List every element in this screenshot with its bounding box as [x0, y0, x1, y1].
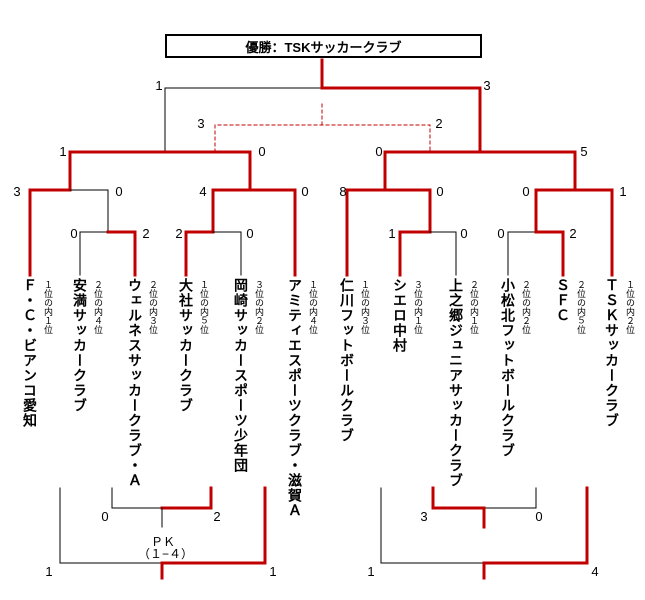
score-cons-left-outer-b: 1 [269, 564, 277, 579]
team-name-3: ウェルネスサッカークラブ・Ａ [127, 278, 143, 488]
score-r1-7: 0 [497, 226, 505, 241]
score-r1-4: 0 [246, 226, 254, 241]
score-qf-5: 8 [339, 184, 347, 199]
score-semi-left-a: 1 [59, 144, 67, 159]
score-semi-left-b: 0 [258, 144, 266, 159]
cons-left-inner-b [160, 486, 213, 510]
qf3-win [345, 188, 387, 277]
team-rank-4: １位の内５位 [199, 280, 209, 334]
qf1-loss [69, 189, 109, 233]
cons-right-inner-a [431, 486, 486, 510]
r1a-loss [79, 231, 109, 276]
score-cons-left-outer-a: 1 [45, 564, 53, 579]
score-final-right: 3 [483, 78, 491, 93]
score-r1-1: 0 [70, 226, 78, 241]
semi-right-b [478, 150, 577, 192]
team-rank-1: １位の内１位 [43, 280, 53, 334]
team-name-8: シエロ中村 [392, 278, 408, 353]
cons-right-inner-b [483, 487, 537, 509]
semi-right-a [383, 150, 482, 192]
score-qf-8: 1 [619, 184, 627, 199]
score-cons-left-inner-b: 2 [213, 509, 221, 524]
r1d-win [534, 230, 565, 277]
qf2-loss [248, 188, 297, 277]
cons-left-outer-b [160, 486, 267, 565]
team-rank-2: ２位の内４位 [93, 280, 103, 334]
score-third-right: 2 [435, 116, 443, 131]
qf4-win [573, 188, 614, 277]
team-name-7: 仁川フットボールクラブ [339, 278, 355, 443]
score-qf-4: 0 [301, 184, 309, 199]
team-name-11: ＳＦＣ [555, 278, 571, 323]
cons-right-outer-a [380, 487, 485, 564]
final-right-branch [320, 58, 482, 154]
score-r1-3: 2 [175, 226, 183, 241]
score-r1-8: 2 [569, 226, 577, 241]
champion-title: 優勝：TSKサッカークラブ [165, 34, 482, 58]
score-cons-right-inner-b: 0 [535, 509, 543, 524]
team-name-10: 小松北フットボールクラブ [500, 278, 516, 458]
r1c-loss [429, 231, 457, 276]
pk-label: ＰＫ [150, 535, 175, 549]
cons-right-outer-b [482, 486, 589, 565]
score-cons-right-outer-a: 1 [367, 564, 375, 579]
team-name-12: ＴＳＫサッカークラブ [604, 278, 620, 428]
cons-left-inner-a [111, 487, 163, 509]
team-name-9: 上之郷ジュニアサッカークラブ [448, 278, 464, 488]
score-r1-2: 2 [142, 226, 150, 241]
qf3-loss [383, 188, 432, 234]
r1c-win [398, 230, 432, 277]
final-left-branch [164, 87, 323, 153]
team-name-5: 岡崎サッカースポーツ少年団 [233, 278, 249, 473]
score-cons-right-inner-a: 3 [420, 509, 428, 524]
team-rank-10: ２位の内２位 [521, 280, 531, 334]
r1b-loss [212, 231, 242, 276]
team-rank-11: ２位の内５位 [576, 280, 586, 334]
team-rank-7: １位の内３位 [360, 280, 370, 334]
score-third-left: 3 [197, 116, 205, 131]
qf4-loss [534, 188, 577, 234]
r1a-win [106, 230, 137, 277]
r1d-loss [507, 231, 537, 276]
semi-left-winner [68, 150, 167, 192]
team-rank-9: ２位の内１位 [469, 280, 479, 334]
score-final-left: 1 [155, 78, 163, 93]
score-r1-5: 1 [388, 226, 396, 241]
score-semi-right-a: 0 [375, 144, 383, 159]
team-name-2: 安満サッカークラブ [72, 278, 88, 413]
r1b-win [184, 230, 215, 277]
score-r1-6: 0 [460, 226, 468, 241]
team-rank-5: ３位の内２位 [254, 280, 264, 334]
score-qf-6: 0 [436, 184, 444, 199]
team-rank-8: ３位の内１位 [413, 280, 423, 334]
third-place-line [214, 103, 431, 153]
qf1-win [28, 188, 72, 277]
cons-left-outer-a [59, 487, 163, 564]
qf2-win [211, 188, 252, 234]
score-cons-left-inner-a: 0 [101, 509, 109, 524]
score-qf-7: 0 [522, 184, 530, 199]
score-qf-1: 3 [13, 184, 21, 199]
score-cons-right-outer-b: 4 [591, 564, 599, 579]
team-name-4: 大社サッカークラブ [178, 278, 194, 413]
team-rank-12: １位の内２位 [625, 280, 635, 334]
score-semi-right-b: 5 [580, 144, 588, 159]
team-name-6: アミティエスポーツクラブ・滋賀Ａ [287, 278, 303, 518]
score-qf-3: 4 [199, 184, 207, 199]
team-rank-6: １位の内４位 [308, 280, 318, 334]
team-rank-3: ２位の内３位 [148, 280, 158, 334]
pk-score: （１−４） [138, 547, 194, 561]
team-name-1: Ｆ・Ｃ・ビアンコ愛知 [22, 278, 38, 428]
semi-left-winner2 [163, 150, 252, 192]
score-qf-2: 0 [115, 184, 123, 199]
champion-text: 優勝：TSKサッカークラブ [245, 39, 402, 55]
